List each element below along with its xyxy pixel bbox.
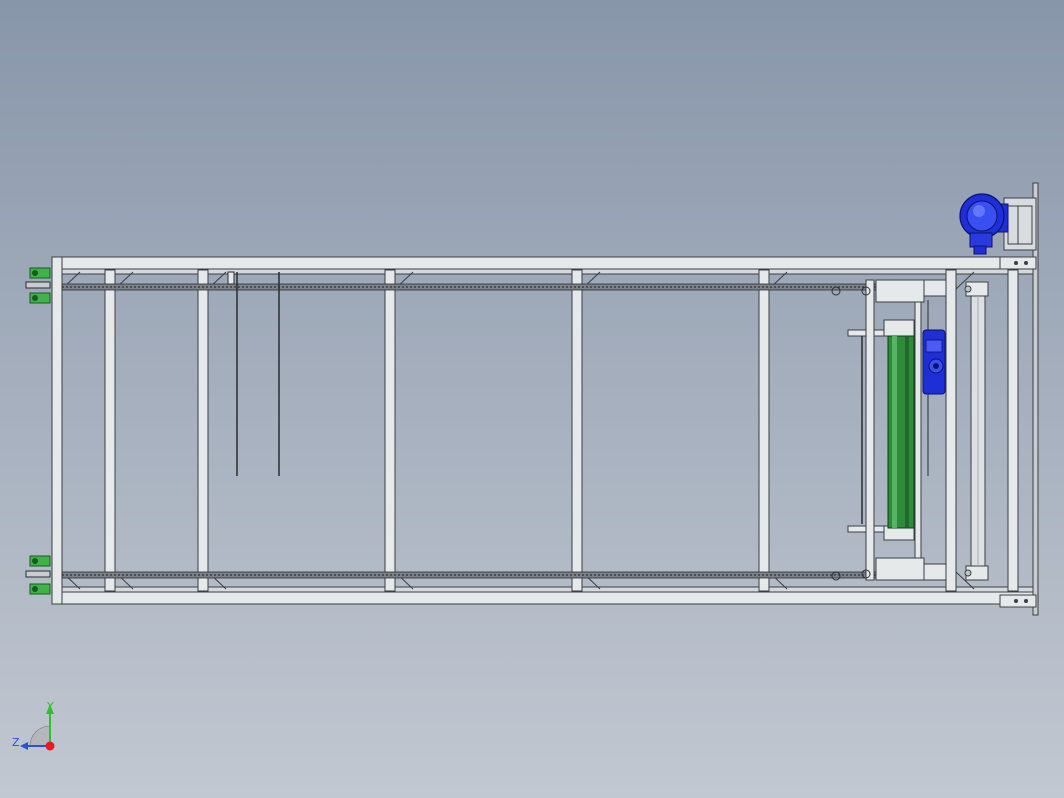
cross-member <box>945 269 957 592</box>
foot-bottom <box>25 555 51 595</box>
leveling-feet <box>25 267 51 595</box>
right-end-plate <box>1032 182 1039 616</box>
top-rail-outer <box>51 256 1038 270</box>
drive-assembly[interactable] <box>831 279 947 581</box>
z-axis-label: Z <box>12 736 20 749</box>
cross-members <box>61 269 1019 592</box>
left-end-post <box>51 256 63 605</box>
cross-member <box>758 269 770 592</box>
foot-top <box>25 267 51 304</box>
coordinate-triad: Y Z <box>12 700 55 751</box>
y-axis-label: Y <box>46 700 54 713</box>
conveyor-frame[interactable] <box>51 182 1039 616</box>
green-roller <box>887 335 915 529</box>
cross-member <box>384 269 396 592</box>
cross-member <box>571 269 583 592</box>
gear-motor[interactable] <box>922 329 946 395</box>
chain-rails <box>61 283 947 579</box>
hanging-rods <box>227 271 280 476</box>
origin-point <box>45 741 55 751</box>
cross-member <box>1007 269 1019 592</box>
bottom-rail-outer <box>51 591 1038 605</box>
end-brackets <box>999 256 1037 608</box>
z-axis-arrow <box>20 742 28 750</box>
tail-shaft <box>964 281 989 581</box>
cross-member <box>197 269 209 592</box>
drive-motor[interactable] <box>959 193 1037 255</box>
cross-member <box>104 269 116 592</box>
y-axis-arrow <box>46 704 54 714</box>
